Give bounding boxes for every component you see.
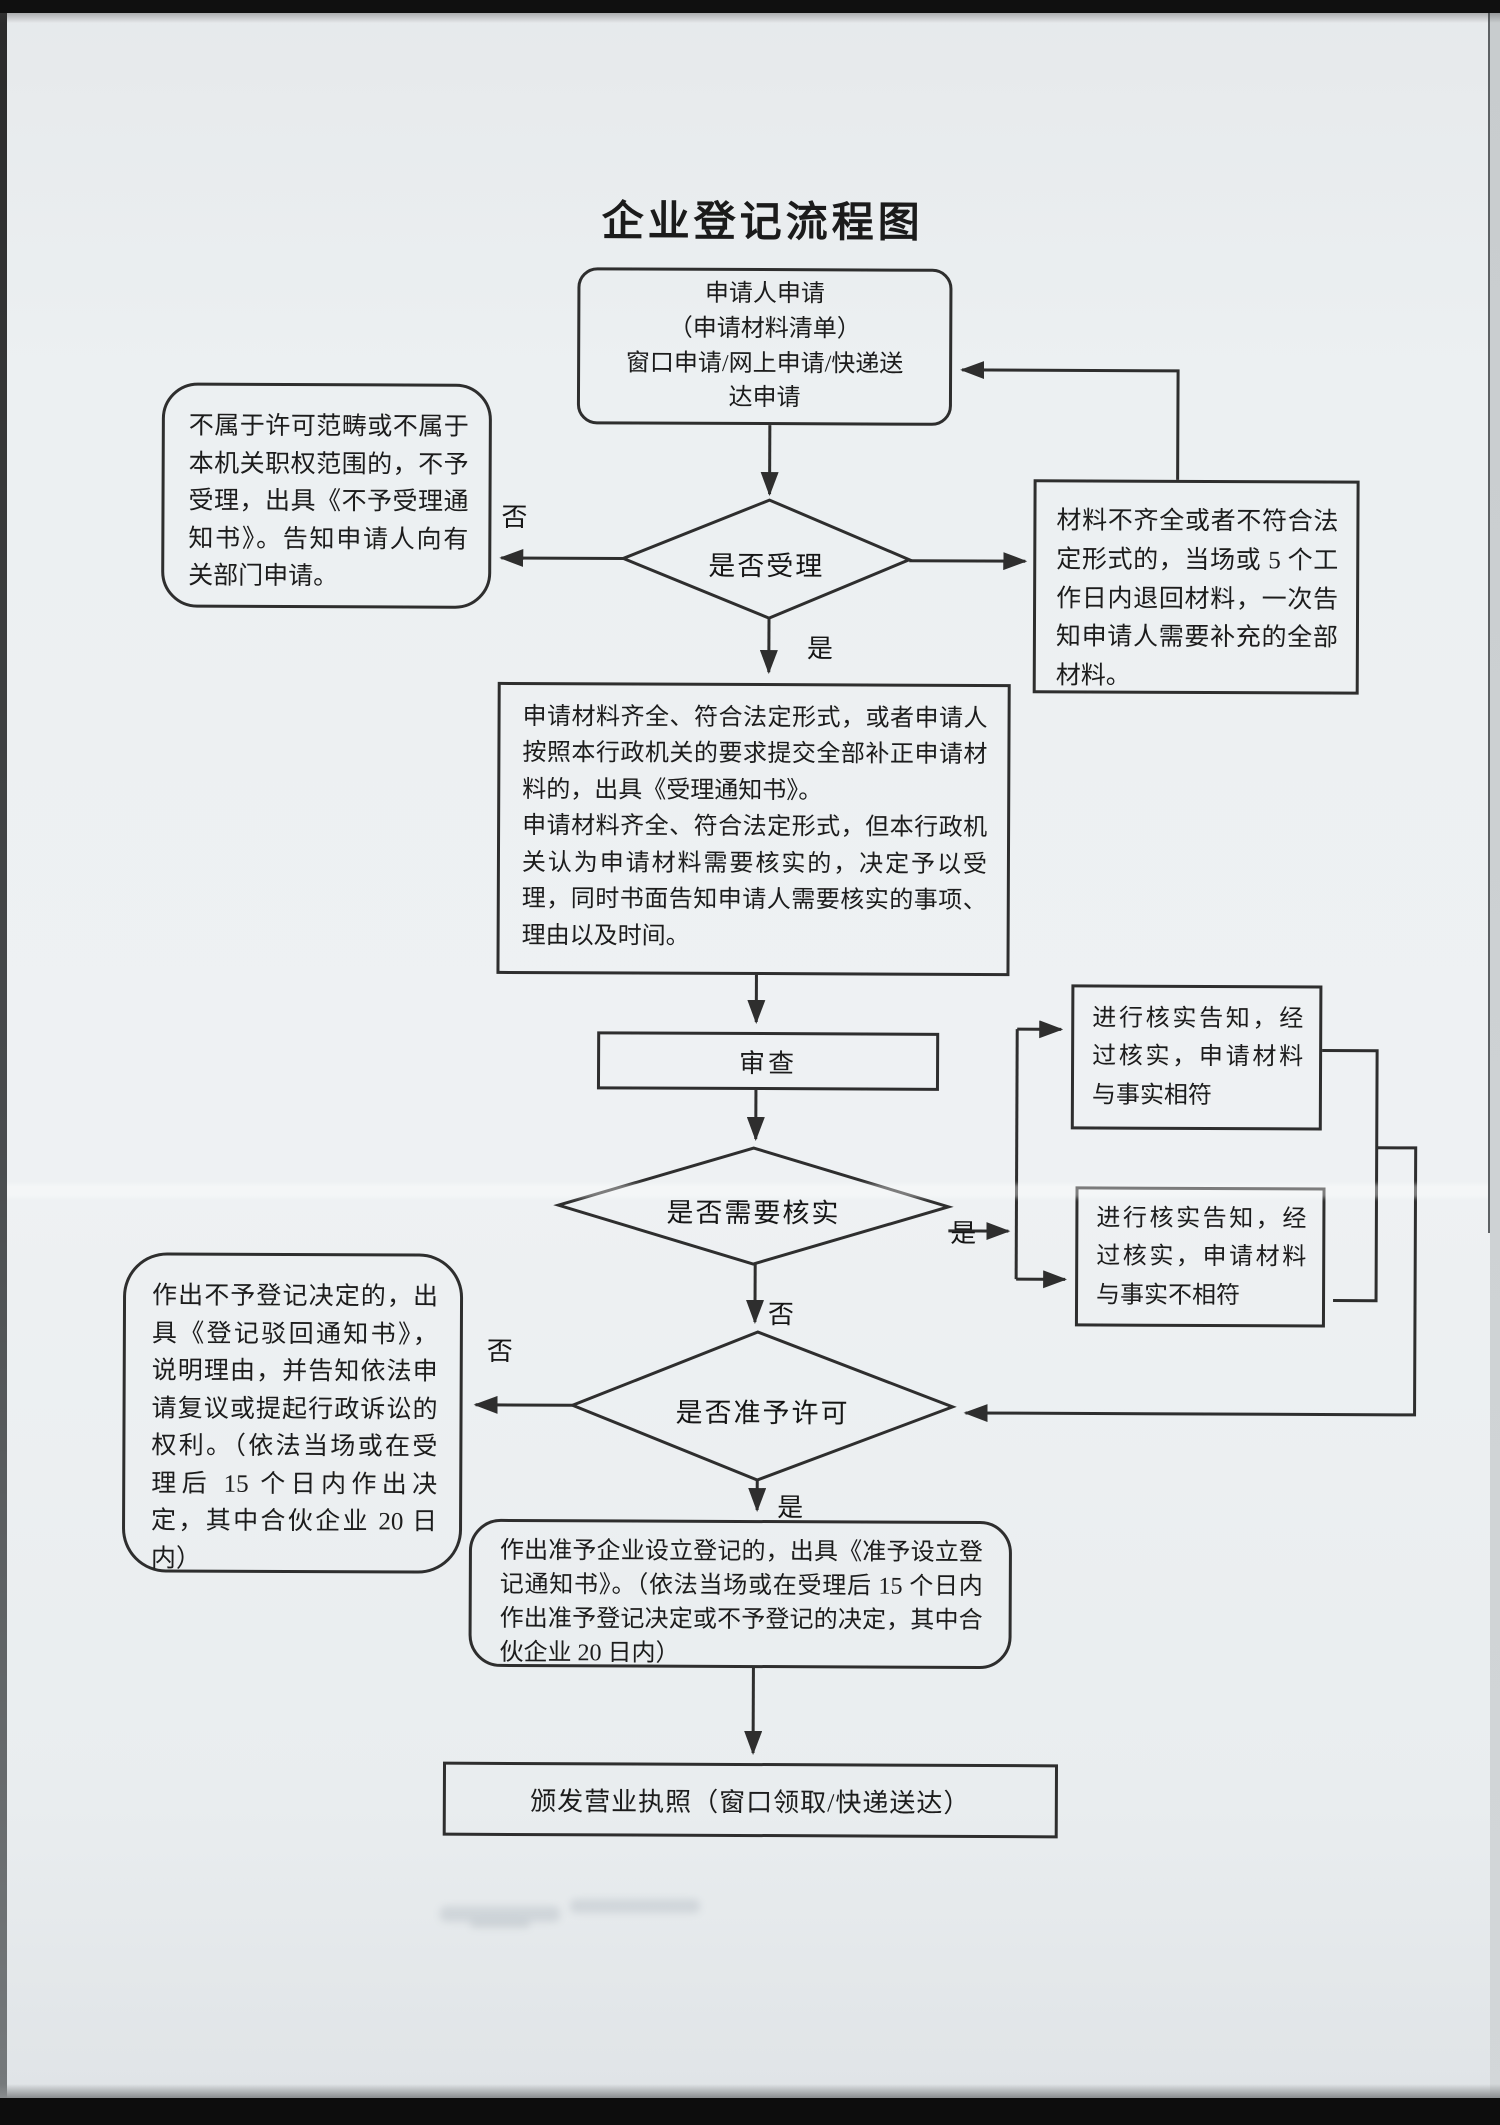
paper-fold-band	[0, 1184, 1500, 1198]
scan-bar-bottom-shadow	[0, 2084, 1500, 2098]
node-issue-license: 颁发营业执照（窗口领取/快递送达）	[442, 1761, 1059, 1839]
node-verify-match: 进行核实告知，经过核实，申请材料与事实相符	[1070, 984, 1323, 1131]
connector-match-mismatch	[1322, 1048, 1379, 1303]
node-reject-decision: 作出不予登记决定的，出具《登记驳回通知书》，说明理由，并告知依法申请复议或提起行…	[121, 1252, 464, 1574]
scan-bar-top	[0, 0, 1500, 13]
edge-label-verify-yes: 是	[950, 1218, 977, 1248]
node-verify-mismatch: 进行核实告知，经过核实，申请材料与事实不相符	[1074, 1186, 1326, 1328]
decision-grant-label: 是否准予许可	[675, 1397, 850, 1429]
edge-label-verify-no: 否	[767, 1300, 795, 1330]
edge-label-grant-yes: 是	[777, 1493, 804, 1523]
node-not-accept-notice: 不属于许可范畴或不属于本机关职权范围的，不予受理，出具《不予受理通知书》。告知申…	[161, 382, 493, 609]
arrow-accept-no-to-notaccept	[499, 549, 624, 568]
node-materials-return: 材料不齐全或者不符合法定形式的，当场或 5 个工作日内退回材料，一次告知申请人需…	[1032, 479, 1360, 695]
scan-smudge	[470, 1920, 530, 1928]
decision-accept-label: 是否受理	[708, 550, 825, 582]
node-applicant-apply: 申请人申请 （申请材料清单） 窗口申请/网上申请/快递送 达申请	[576, 267, 953, 426]
node-accept-notice: 申请材料齐全、符合法定形式，或者申请人按照本行政机关的要求提交全部补正申请材料的…	[496, 681, 1011, 977]
scan-smudge	[440, 1906, 560, 1922]
arrow-materials-return-to-apply	[960, 361, 1180, 480]
scan-edge-right-line	[1488, 0, 1490, 1233]
scan-bar-bottom	[0, 2098, 1500, 2125]
scan-bar-top-shadow	[0, 13, 1500, 23]
verify-branch-spine	[1014, 1029, 1019, 1280]
edge-label-accept-no: 否	[501, 502, 528, 533]
edge-label-accept-yes: 是	[806, 634, 833, 664]
scan-smudge	[570, 1899, 700, 1913]
page-title: 企业登记流程图	[601, 197, 924, 246]
scan-edge-right	[1490, 0, 1500, 2125]
arrow-accept-to-materials	[909, 552, 1028, 571]
edge-label-grant-no: 否	[486, 1336, 513, 1366]
scan-edge-left	[0, 0, 7, 2125]
node-review: 审查	[596, 1031, 940, 1091]
node-approve-decision: 作出准予企业设立登记的，出具《准予设立登记通知书》。（依法当场或在受理后 15 …	[468, 1518, 1013, 1670]
